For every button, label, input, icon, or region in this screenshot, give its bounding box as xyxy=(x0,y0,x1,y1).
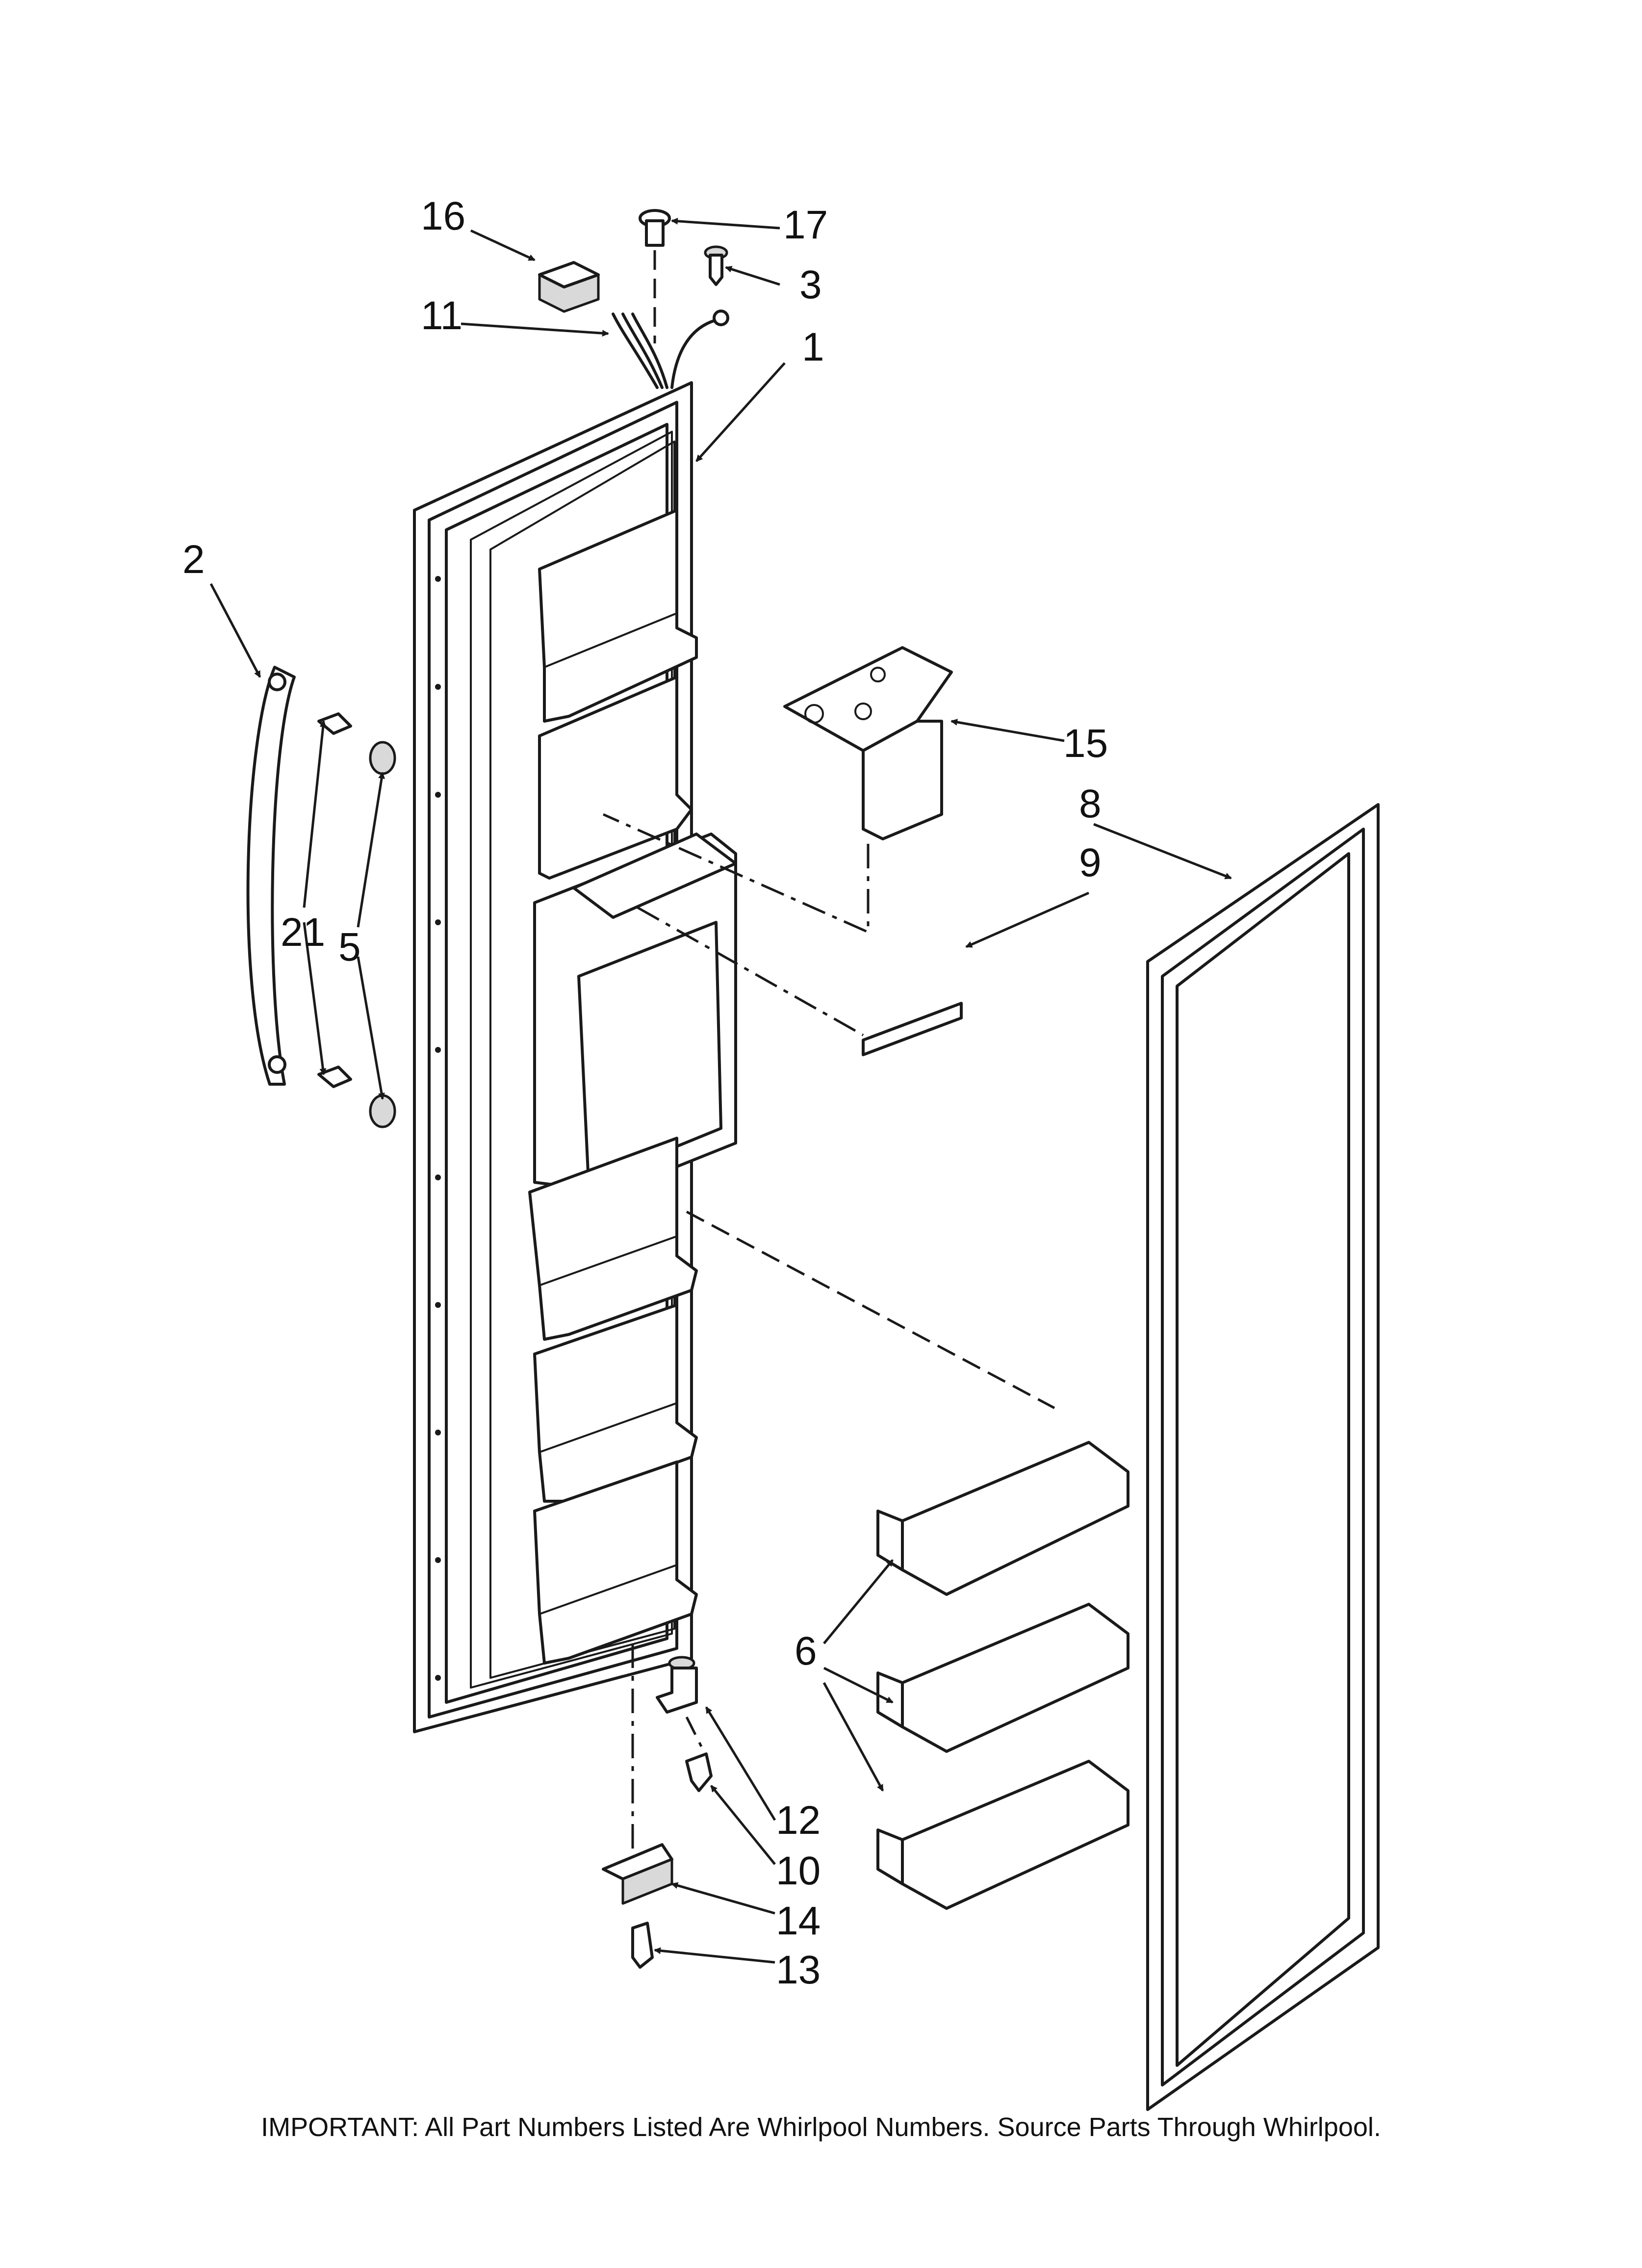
mounting-bracket xyxy=(602,646,953,934)
part-label-11: 11 xyxy=(421,293,463,338)
screw-3 xyxy=(704,245,728,286)
part-label-3: 3 xyxy=(799,262,822,307)
trim-strip xyxy=(637,906,963,1056)
handle-screws xyxy=(317,712,352,1088)
door-screw-holes xyxy=(435,576,441,1681)
part-label-17: 17 xyxy=(783,203,828,247)
door-panel xyxy=(413,381,737,1733)
part-label-21: 21 xyxy=(281,910,326,955)
part-label-10: 10 xyxy=(776,1849,821,1893)
handle-spacers xyxy=(369,741,396,1128)
plug-button xyxy=(639,209,671,343)
wire-harness xyxy=(612,310,729,389)
part-label-16: 16 xyxy=(421,194,466,238)
part-label-5: 5 xyxy=(338,925,361,969)
part-label-12: 12 xyxy=(776,1798,821,1843)
part-label-9: 9 xyxy=(1079,840,1102,885)
door-gasket xyxy=(1146,803,1380,2111)
footer-note: IMPORTANT: All Part Numbers Listed Are W… xyxy=(261,2112,1381,2142)
connector-block xyxy=(538,261,600,313)
part-label-14: 14 xyxy=(776,1899,821,1943)
part-label-1: 1 xyxy=(802,325,824,369)
part-label-2: 2 xyxy=(182,537,205,582)
door-handle xyxy=(246,666,296,1086)
leader-arrows xyxy=(209,217,1232,1964)
door-bins xyxy=(686,1210,1129,1910)
part-label-13: 13 xyxy=(776,1948,821,1992)
part-label-15: 15 xyxy=(1063,721,1108,766)
part-label-8: 8 xyxy=(1079,782,1102,826)
part-label-6: 6 xyxy=(795,1629,817,1673)
hinge-assembly xyxy=(602,1643,713,1969)
